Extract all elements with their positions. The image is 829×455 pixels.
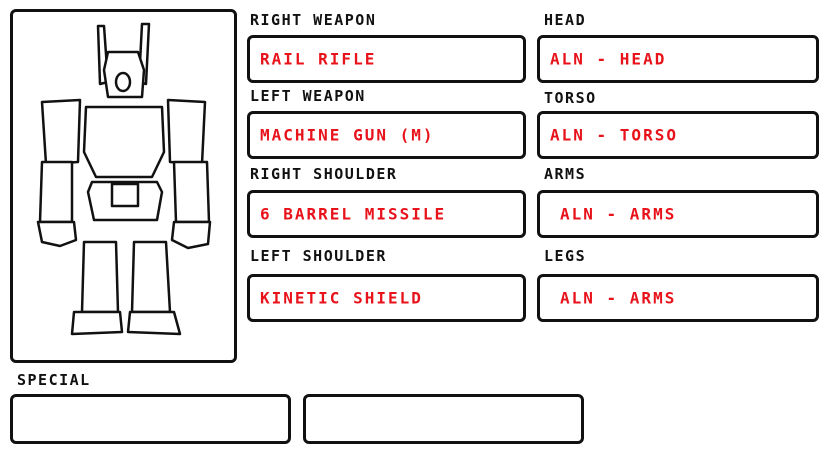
special-label: SPECIAL (17, 371, 91, 389)
legs-value: ALN - ARMS (560, 288, 677, 308)
left-weapon-label: LEFT WEAPON (250, 87, 366, 105)
arms-label: ARMS (544, 165, 587, 183)
legs-slot[interactable]: ALN - ARMS (537, 274, 819, 322)
left-weapon-value: MACHINE GUN (M) (260, 125, 435, 145)
head-slot[interactable]: ALN - HEAD (537, 35, 819, 83)
right-weapon-slot[interactable]: RAIL RIFLE (247, 35, 526, 83)
arms-slot[interactable]: ALN - ARMS (537, 190, 819, 238)
arms-value: ALN - ARMS (560, 204, 677, 224)
special-slot-1[interactable] (10, 394, 291, 444)
torso-slot[interactable]: ALN - TORSO (537, 111, 819, 159)
left-shoulder-slot[interactable]: KINETIC SHIELD (247, 274, 526, 322)
torso-label: TORSO (544, 89, 597, 107)
left-weapon-slot[interactable]: MACHINE GUN (M) (247, 111, 526, 159)
torso-value: ALN - TORSO (550, 125, 678, 145)
right-shoulder-label: RIGHT SHOULDER (250, 165, 398, 183)
right-weapon-value: RAIL RIFLE (260, 49, 377, 69)
right-shoulder-value: 6 BARREL MISSILE (260, 204, 447, 224)
special-slot-2[interactable] (303, 394, 584, 444)
legs-label: LEGS (544, 247, 587, 265)
mech-robot-icon (36, 22, 212, 336)
head-label: HEAD (544, 11, 587, 29)
left-shoulder-value: KINETIC SHIELD (260, 288, 423, 308)
left-shoulder-label: LEFT SHOULDER (250, 247, 387, 265)
right-shoulder-slot[interactable]: 6 BARREL MISSILE (247, 190, 526, 238)
right-weapon-label: RIGHT WEAPON (250, 11, 377, 29)
head-value: ALN - HEAD (550, 49, 667, 69)
